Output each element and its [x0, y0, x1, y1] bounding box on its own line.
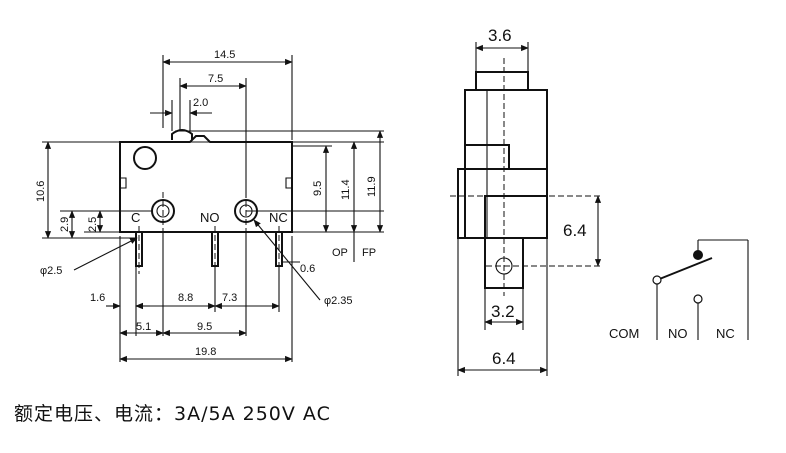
nc-contact-dot: [693, 250, 703, 260]
dim-1-6: 1.6: [90, 292, 105, 304]
dim-2-9: 2.9: [59, 217, 71, 232]
rating-caption: 额定电压、电流：3A/5A 250V AC: [14, 403, 331, 425]
no-contact: [693, 294, 703, 304]
dim-7-5: 7.5: [208, 73, 223, 85]
dim-3-2: 3.2: [491, 302, 515, 321]
dim-6-4-v: 6.4: [563, 221, 587, 240]
dim-phi-2-5: φ2.5: [40, 265, 62, 277]
label-fp: FP: [362, 247, 376, 259]
dim-19-8: 19.8: [195, 346, 216, 358]
dim-9-5-h: 9.5: [197, 321, 212, 333]
switch-schematic: COM NO NC: [609, 239, 749, 341]
schematic-no: NO: [668, 326, 688, 341]
dim-9-5-v: 9.5: [312, 181, 324, 196]
dim-5-1: 5.1: [136, 321, 151, 333]
dim-2-5-v: 2.5: [87, 217, 99, 232]
schematic-com: COM: [609, 326, 639, 341]
label-no: NO: [200, 210, 220, 225]
dim-14-5: 14.5: [214, 49, 235, 61]
dim-phi-2-35: φ2.35: [324, 295, 353, 307]
side-view: 3.6 6.4 3.2 6.4: [450, 26, 602, 376]
dim-3-6: 3.6: [488, 26, 512, 45]
label-nc: NC: [269, 210, 288, 225]
dim-7-3: 7.3: [222, 292, 237, 304]
actuator-lever: [171, 129, 193, 140]
dim-11-4: 11.4: [340, 179, 352, 200]
dim-10-6: 10.6: [35, 181, 47, 202]
switch-blade: [656, 257, 713, 281]
schematic-nc: NC: [716, 326, 735, 341]
dim-6-4-h: 6.4: [492, 349, 516, 368]
mounting-hole: [133, 146, 157, 170]
front-view: C NO NC 14.5 7.5 2.0 9.5 11.4 11.9 OP FP: [35, 49, 384, 363]
dim-8-8: 8.8: [178, 292, 193, 304]
side-body: [464, 89, 548, 239]
com-contact: [652, 275, 662, 285]
label-c: C: [131, 210, 140, 225]
label-op: OP: [332, 247, 348, 259]
side-terminal: [484, 237, 524, 289]
dim-2-0: 2.0: [193, 97, 208, 109]
dim-11-9: 11.9: [366, 176, 378, 197]
dim-0-6: 0.6: [300, 263, 315, 275]
